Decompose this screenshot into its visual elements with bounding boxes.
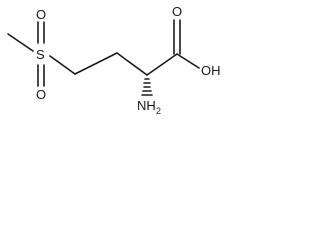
bond-ch2-ch2 — [74, 52, 118, 75]
atom-amine: NH — [137, 98, 156, 113]
bond-alpha-carboxyl — [146, 53, 178, 76]
bond-sulfur-ch2 — [49, 55, 76, 75]
atom-carbonyl-oxygen: O — [172, 4, 182, 19]
atom-amine-subscript: 2 — [156, 106, 161, 116]
atom-sulfonyl-oxygen-bottom: O — [36, 87, 46, 102]
atom-hydroxyl: OH — [201, 63, 221, 78]
structure-diagram: S O O O OH NH 2 — [7, 4, 221, 116]
stereo-hashed-bond — [141, 78, 153, 96]
atom-sulfur: S — [36, 47, 45, 62]
bond-methyl-sulfur — [7, 33, 34, 52]
bond-ch2-alpha-carbon — [116, 52, 148, 76]
atom-sulfonyl-oxygen-top: O — [36, 7, 46, 22]
bond-carboxyl-hydroxyl — [176, 53, 200, 69]
